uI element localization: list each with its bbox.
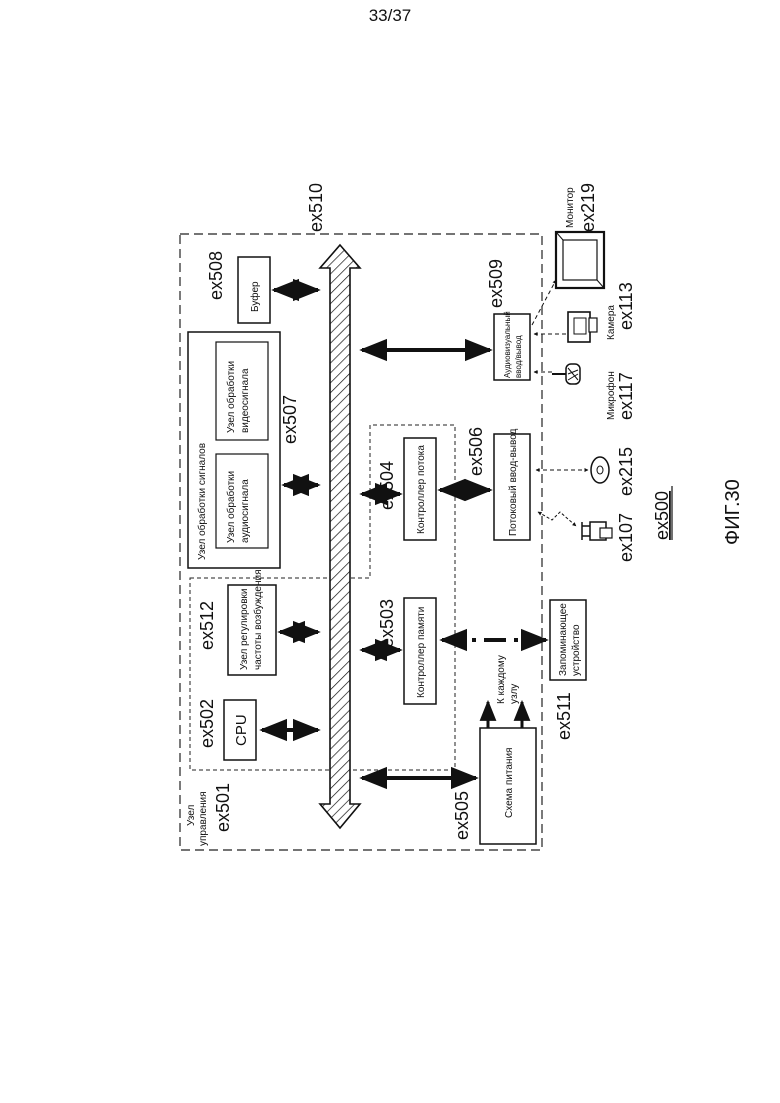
each-unit-label-1: К каждому [496,655,507,704]
figure-label: ФИГ.30 [722,479,745,545]
camera-ref: ex113 [616,282,636,330]
control-unit-ref: ex501 [213,783,233,832]
cpu-ref: ex502 [197,699,217,748]
drive-freq-label-2: частоты возбуждения [252,570,264,670]
video-proc-label-2: видеосигнала [240,368,251,433]
control-unit-label-2: управления [198,791,209,846]
buffer-label: Буфер [249,281,261,312]
disc-ref: ex215 [616,447,636,496]
storage-label-1: Запоминающее [558,603,569,676]
cpu-label: CPU [233,714,250,746]
av-io-label-2: ввод/вывод [514,335,523,378]
storage-ref: ex511 [554,692,574,740]
audio-proc-label-2: аудиосигнала [240,479,251,543]
power-label: Схема питания [504,748,515,818]
drive-freq-block [228,585,276,675]
each-unit-label-2: узлу [509,684,520,704]
system-ref: ex500 [652,491,672,540]
av-io-label-1: Аудиовизуальный [503,311,512,378]
antenna-link [538,512,576,526]
bus-ref: ex510 [306,183,326,232]
microphone-icon [552,364,580,384]
monitor-ref: ex219 [578,183,598,232]
signal-proc-ref: ex507 [280,395,300,444]
monitor-icon [556,232,604,288]
mem-ctrl-ref: ex503 [377,599,397,648]
disc-icon [591,457,609,483]
control-unit-label-1: Узел [186,805,197,826]
stream-io-ref: ex506 [466,427,486,476]
av-io-block [494,314,530,380]
system-bus [320,245,360,828]
camera-icon [568,312,597,342]
stream-ctrl-ref: ex504 [377,461,397,510]
drive-freq-ref: ex512 [197,601,217,650]
microphone-ref: ex117 [616,372,636,420]
drive-freq-label-1: Узел регулировки [239,589,250,670]
signal-proc-label: Узел обработки сигналов [196,443,208,560]
mem-ctrl-label: Контроллер памяти [416,607,427,698]
power-ref: ex505 [452,791,472,840]
monitor-link [532,280,556,325]
buffer-ref: ex508 [206,251,226,300]
monitor-label: Монитор [565,187,576,228]
storage-label-2: устройство [571,624,582,676]
stream-ctrl-label: Контроллер потока [416,445,427,534]
antenna-ref: ex107 [616,513,636,562]
av-io-ref: ex509 [486,259,506,308]
antenna-icon [582,522,612,540]
video-proc-label-1: Узел обработки [225,361,237,433]
audio-proc-label-1: Узел обработки [225,471,237,543]
stream-io-label: Потоковый ввод-вывод [508,428,519,536]
